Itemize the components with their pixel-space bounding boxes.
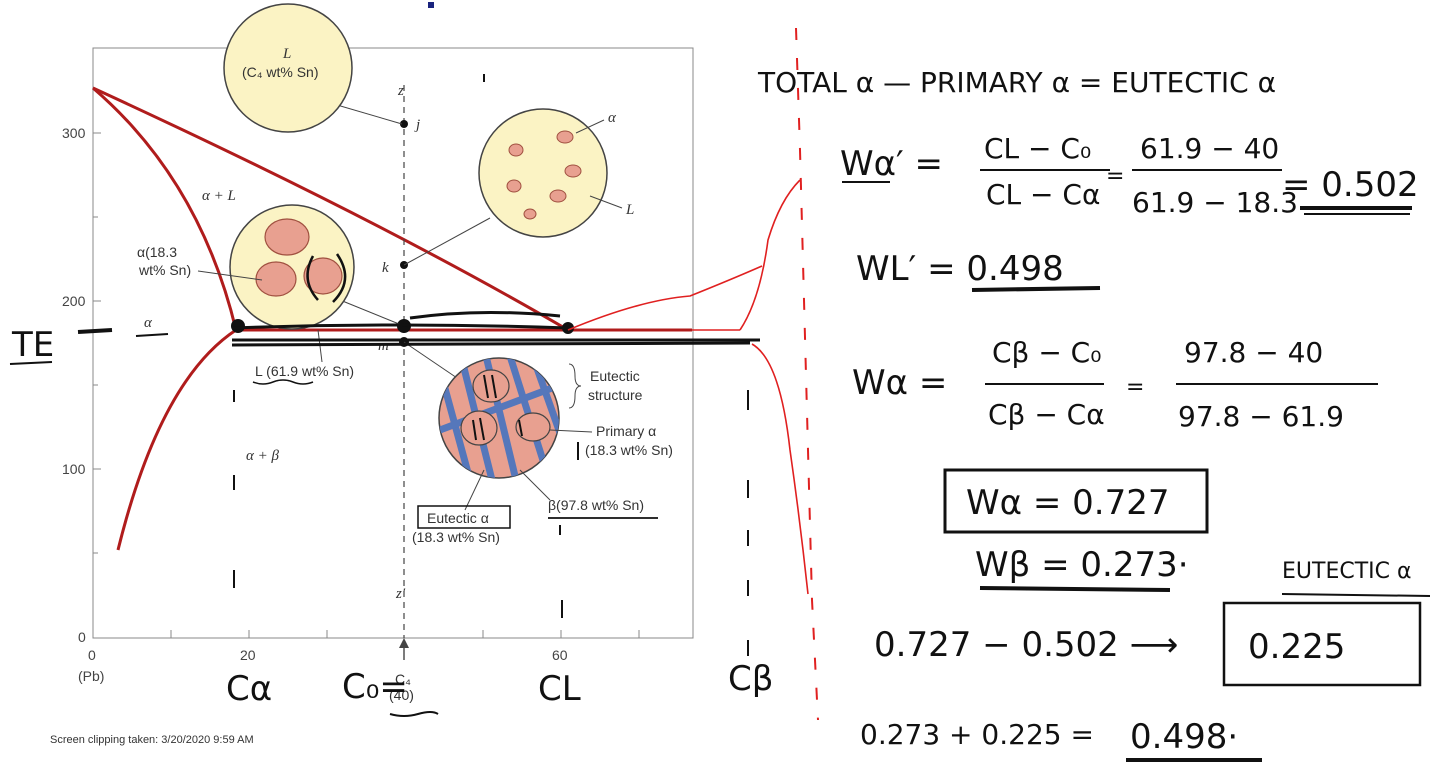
- svg-text:=: =: [1126, 375, 1144, 400]
- beta-label: β(97.8 wt% Sn): [548, 497, 644, 513]
- alpha-composition-line1: α(18.3: [137, 244, 177, 260]
- wa-den-values: 97.8 − 61.9: [1178, 400, 1344, 433]
- sum-result: 0.498·: [1130, 717, 1238, 757]
- point-j: [400, 120, 408, 128]
- alpha-composition-line2: wt% Sn): [138, 262, 191, 278]
- alpha-particles: [506, 130, 582, 220]
- screen-clipping-timestamp: Screen clipping taken: 3/20/2020 9:59 AM: [50, 734, 254, 746]
- eutectic-alpha-heading: EUTECTIC α: [1282, 559, 1412, 584]
- liquid-microstructure-circle: [223, 3, 353, 133]
- wa-prime-lhs: Wα′ =: [840, 144, 943, 184]
- x-sub-label: (Pb): [78, 668, 104, 684]
- equation-line1: TOTAL α — PRIMARY α = EUTECTIC α: [757, 66, 1276, 99]
- c4-value: (40): [389, 687, 414, 703]
- wl-equation: WL′ = 0.498: [856, 249, 1064, 289]
- region-alpha: α: [144, 315, 153, 331]
- hand-red-lines: [567, 179, 809, 595]
- eutectic-structure-label2: structure: [588, 387, 643, 403]
- wa-num-values: 97.8 − 40: [1184, 336, 1323, 369]
- wa-result-box: [943, 468, 1209, 534]
- point-label-z: z: [397, 83, 404, 99]
- wa-prime-num-values: 61.9 − 40: [1140, 132, 1279, 165]
- y-tick-label: 0: [78, 629, 86, 645]
- y-tick-label: 200: [62, 293, 86, 309]
- point-label-m: m: [378, 338, 389, 354]
- final-result: 0.225: [1248, 627, 1345, 667]
- eutectic-alpha-box: [417, 505, 511, 529]
- top-mark: [428, 2, 434, 8]
- point-label-z-prime: z′: [395, 586, 406, 602]
- wa-result: Wα = 0.727: [966, 483, 1169, 523]
- point-alpha-end: [231, 319, 245, 333]
- svg-text:=: =: [1106, 164, 1124, 189]
- point-label-j: j: [414, 117, 420, 133]
- primary-alpha-label1: Primary α: [596, 423, 656, 439]
- primary-alpha-in-eutectic: [460, 369, 551, 446]
- solidus-line: [92, 86, 238, 331]
- leader-line: [403, 341, 461, 381]
- x-tick-label: 0: [88, 647, 96, 663]
- eutectic-alpha-label2: (18.3 wt% Sn): [412, 529, 500, 545]
- c4-label: C₄: [395, 671, 411, 687]
- liquid-composition-label: L (61.9 wt% Sn): [255, 363, 354, 379]
- hand-isotherm-lines: [231, 310, 760, 347]
- x-tick-label: 20: [240, 647, 256, 663]
- liquid-composition: (C₄ wt% Sn): [242, 64, 319, 80]
- wb-equation: Wβ = 0.273·: [975, 545, 1189, 585]
- x-tick-label: 60: [552, 647, 568, 663]
- near-eutectic-circle: [229, 204, 355, 330]
- wa-num: Cβ − C₀: [992, 336, 1101, 369]
- x-axis: [170, 630, 640, 638]
- cl-label: CL: [538, 669, 581, 709]
- wa-prime-num: CL − C₀: [984, 132, 1091, 165]
- sum-equation: 0.273 + 0.225 =: [860, 718, 1094, 751]
- solvus-line: [116, 328, 237, 551]
- eutectic-structure-label1: Eutectic: [590, 368, 640, 384]
- divider-line: [795, 27, 819, 721]
- wa-prime-den-values: 61.9 − 18.3: [1132, 186, 1298, 219]
- eutectic-brace: [568, 363, 582, 409]
- y-axis: [93, 132, 101, 554]
- alpha-grain-label: α: [608, 110, 617, 126]
- y-tick-label: 300: [62, 125, 86, 141]
- hand-bracket: [332, 253, 347, 303]
- liquid-l-label: L: [625, 202, 634, 218]
- eutectic-alpha-label1: Eutectic α: [427, 510, 489, 526]
- primary-alpha-grains: [255, 218, 343, 297]
- leader-line: [339, 299, 405, 327]
- final-result-box: [1222, 601, 1422, 687]
- subtraction: 0.727 − 0.502 ⟶: [874, 625, 1178, 665]
- wa-lhs: Wα =: [852, 363, 947, 403]
- region-alpha-l: α + L: [202, 188, 236, 204]
- c4-arrow-head: [399, 638, 409, 648]
- wa-den: Cβ − Cα: [988, 398, 1105, 431]
- wa-prime-den: CL − Cα: [986, 178, 1100, 211]
- point-label-k: k: [382, 260, 389, 276]
- primary-alpha-label2: (18.3 wt% Sn): [585, 442, 673, 458]
- c-alpha-label: Cα: [226, 669, 272, 709]
- c0-label: C₀=: [342, 667, 408, 707]
- wa-prime-result: = 0.502: [1282, 165, 1419, 205]
- liquid-title: L: [282, 46, 291, 62]
- leader-line: [403, 217, 491, 266]
- liquidus-line: [92, 86, 569, 332]
- region-alpha-beta: α + β: [246, 448, 279, 464]
- hand-dash-marks: [233, 74, 749, 656]
- alpha-l-microstructure-circle: [478, 108, 608, 238]
- y-tick-label: 100: [62, 461, 86, 477]
- phase-boundaries: [92, 86, 692, 551]
- te-label: TE: [11, 325, 54, 365]
- c-beta-label: Cβ: [728, 659, 773, 699]
